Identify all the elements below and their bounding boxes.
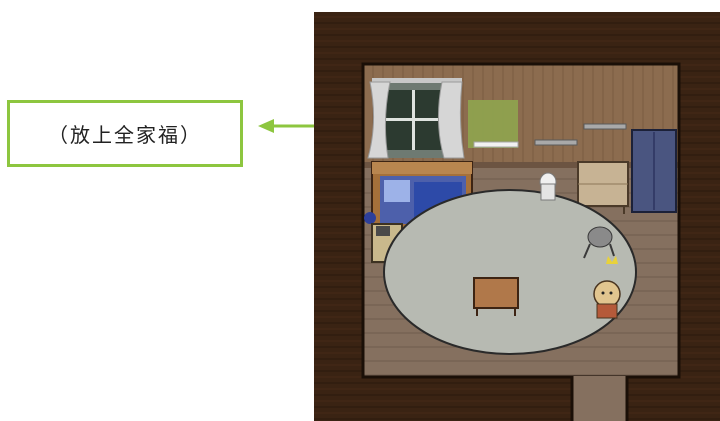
- window-with-curtains: [367, 78, 465, 159]
- doorway: [572, 376, 627, 421]
- grey-chair: [583, 226, 615, 259]
- round-rug: [383, 189, 637, 355]
- wooden-cabinet: [577, 161, 629, 214]
- callout-label: （放上全家福）: [48, 123, 202, 147]
- white-stool: [539, 172, 557, 201]
- family-photo-placeholder: [468, 100, 518, 148]
- small-wooden-table: [473, 277, 519, 316]
- wall-shelf: [534, 139, 578, 146]
- player-character: [593, 256, 621, 319]
- game-room-scene: [314, 12, 720, 421]
- callout-box: （放上全家福）: [7, 100, 243, 167]
- wall-shelf: [583, 123, 627, 130]
- blue-wardrobe: [631, 129, 677, 213]
